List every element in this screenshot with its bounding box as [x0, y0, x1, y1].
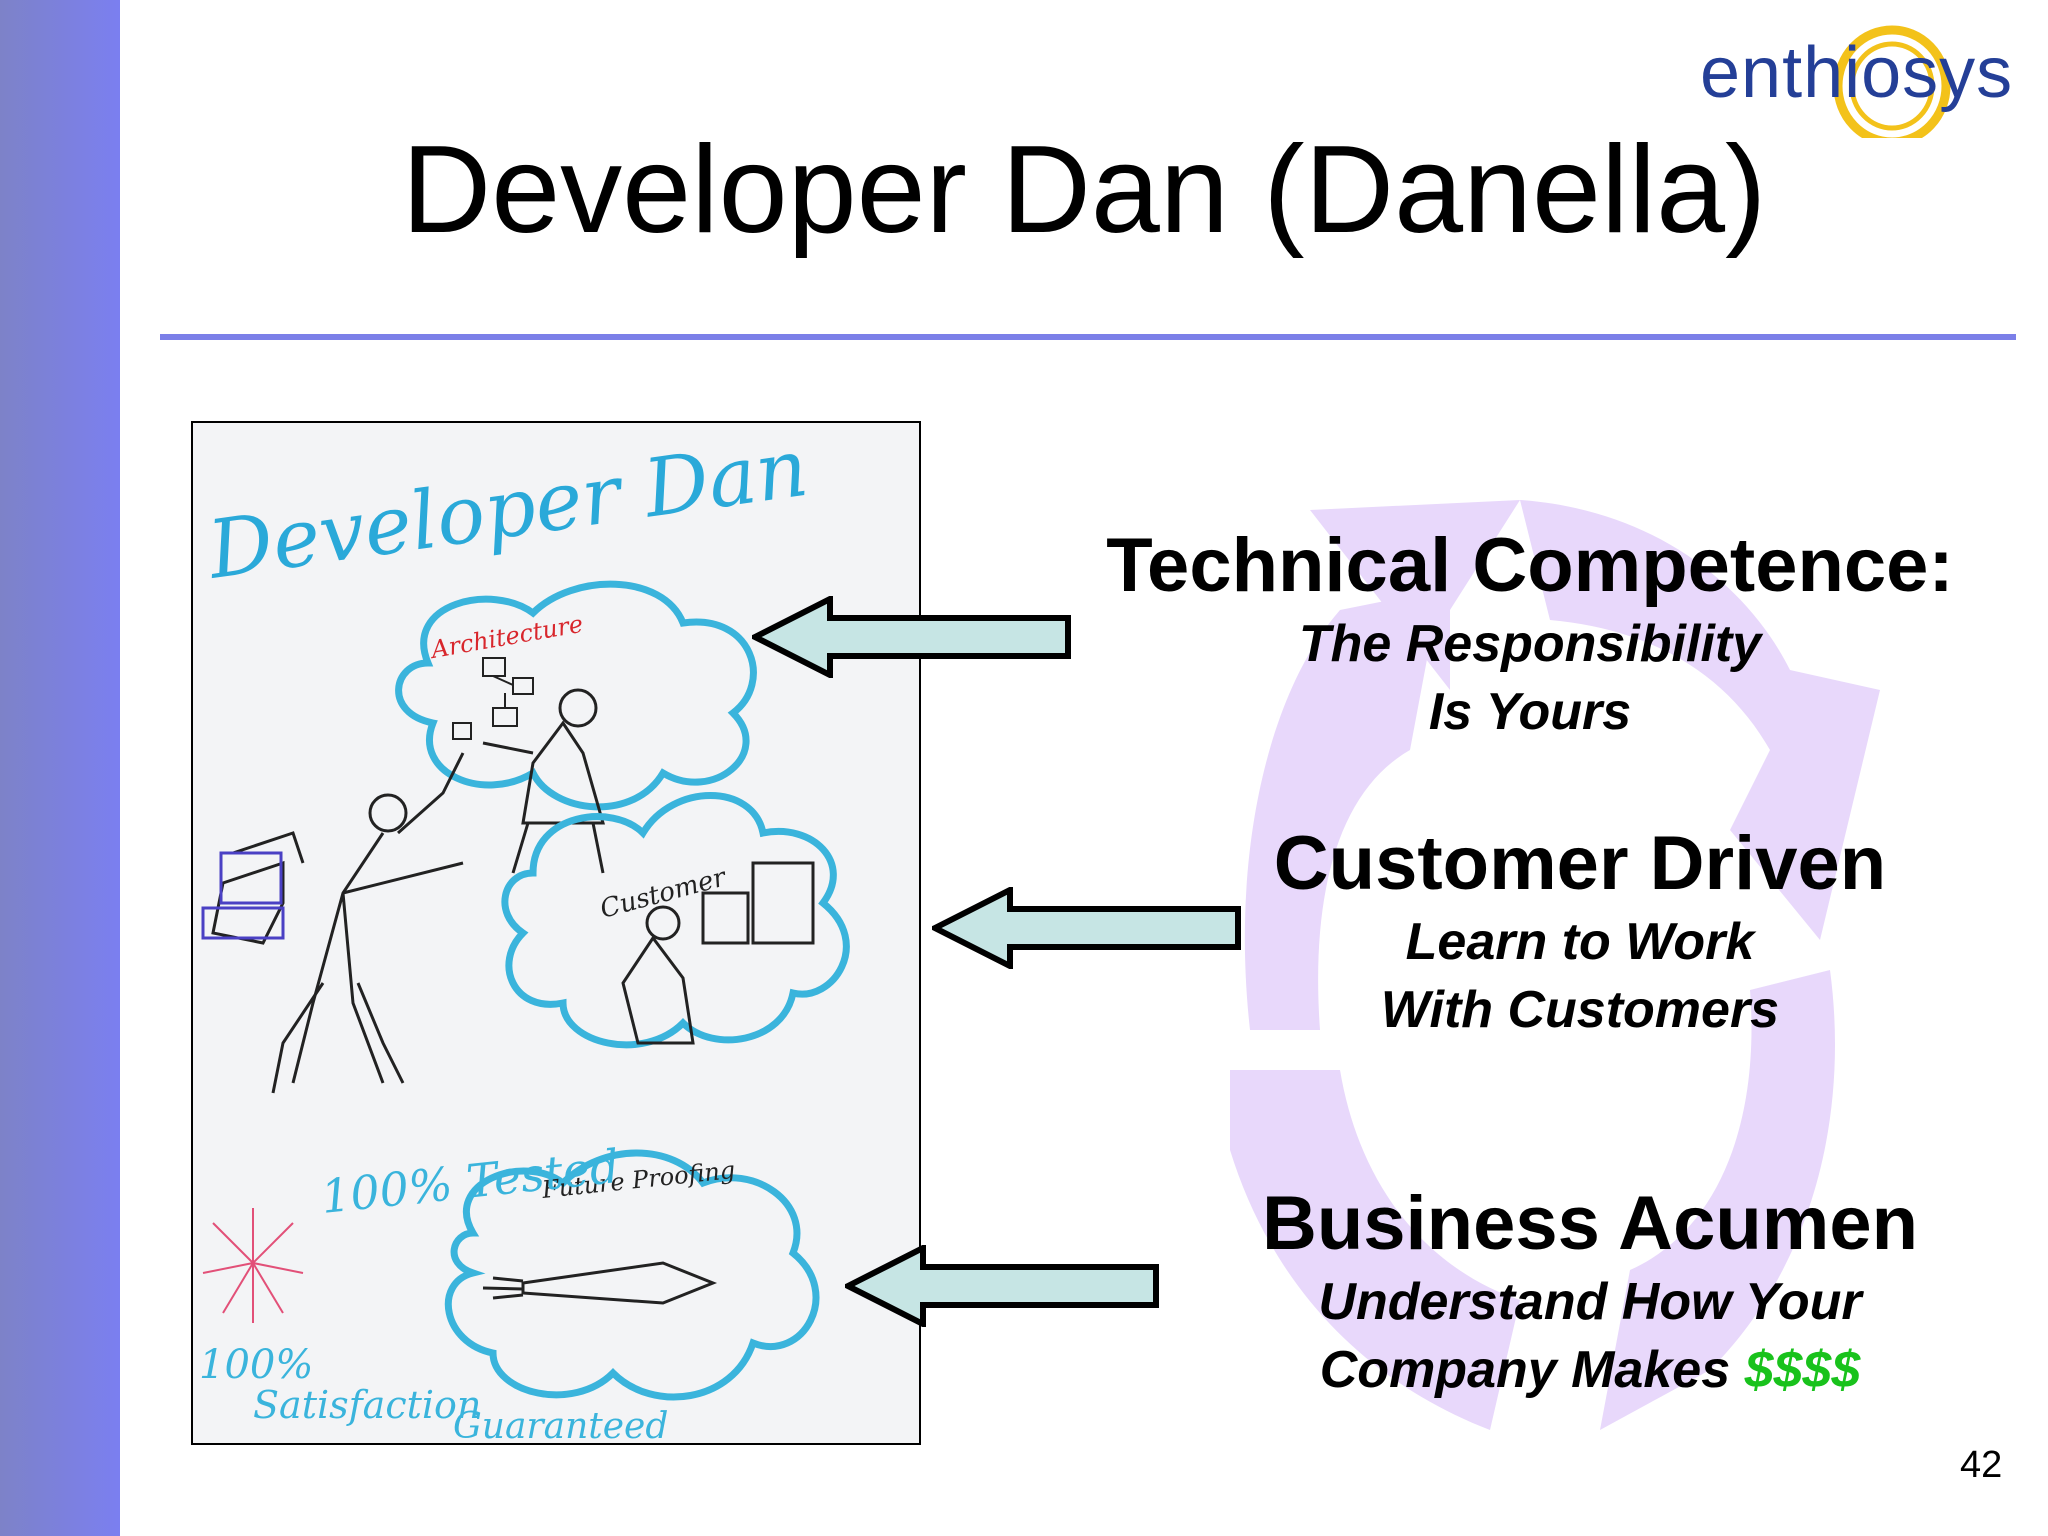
point-line: Company Makes $$$$ — [1210, 1336, 1970, 1404]
arrow-technical — [752, 596, 1071, 678]
point-line: The Responsibility — [1298, 615, 1762, 673]
point-line: Is Yours — [1428, 683, 1632, 741]
page-title: Developer Dan (Danella) — [401, 121, 1767, 259]
point-line: Learn to Work — [1405, 913, 1755, 971]
sketch-photo: Developer Dan Architecture Customer — [191, 421, 921, 1447]
arrow-business — [845, 1245, 1159, 1327]
logo-text: enthiosys — [1700, 33, 2014, 113]
logo-ring-icon — [1833, 25, 1951, 138]
cycle-arrows-graphic — [1230, 500, 1880, 1430]
point-heading: Customer Driven — [1273, 821, 1887, 906]
point-line: Understand How Your — [1318, 1273, 1862, 1331]
title-divider — [160, 334, 2016, 340]
sketch-label-satisfaction-2: Satisfaction — [253, 1383, 481, 1427]
money-text: $$$$ — [1744, 1341, 1861, 1399]
point-heading: Technical Competence: — [1106, 523, 1954, 608]
point-customer: Customer Driven Learn to Work With Custo… — [1200, 820, 1960, 1044]
point-business: Business Acumen Understand How Your Comp… — [1210, 1180, 1970, 1404]
sketch-label-satisfaction-1: 100% — [199, 1342, 313, 1388]
page-number: 42 — [1960, 1444, 2003, 1486]
point-heading: Business Acumen — [1261, 1181, 1919, 1266]
arrow-customer — [932, 887, 1241, 969]
sidebar-stripe — [0, 0, 120, 1536]
developer-dan-sketch: Developer Dan Architecture Customer — [193, 421, 919, 1447]
point-technical: Technical Competence: The Responsibility… — [1080, 522, 1980, 746]
sketch-label-satisfaction-3: Guaranteed — [453, 1406, 668, 1443]
firework-drawing — [202, 1208, 304, 1323]
enthiosys-logo: enthiosys — [1700, 18, 2040, 138]
point-line-prefix: Company Makes — [1319, 1341, 1745, 1399]
point-line: With Customers — [1380, 981, 1780, 1039]
